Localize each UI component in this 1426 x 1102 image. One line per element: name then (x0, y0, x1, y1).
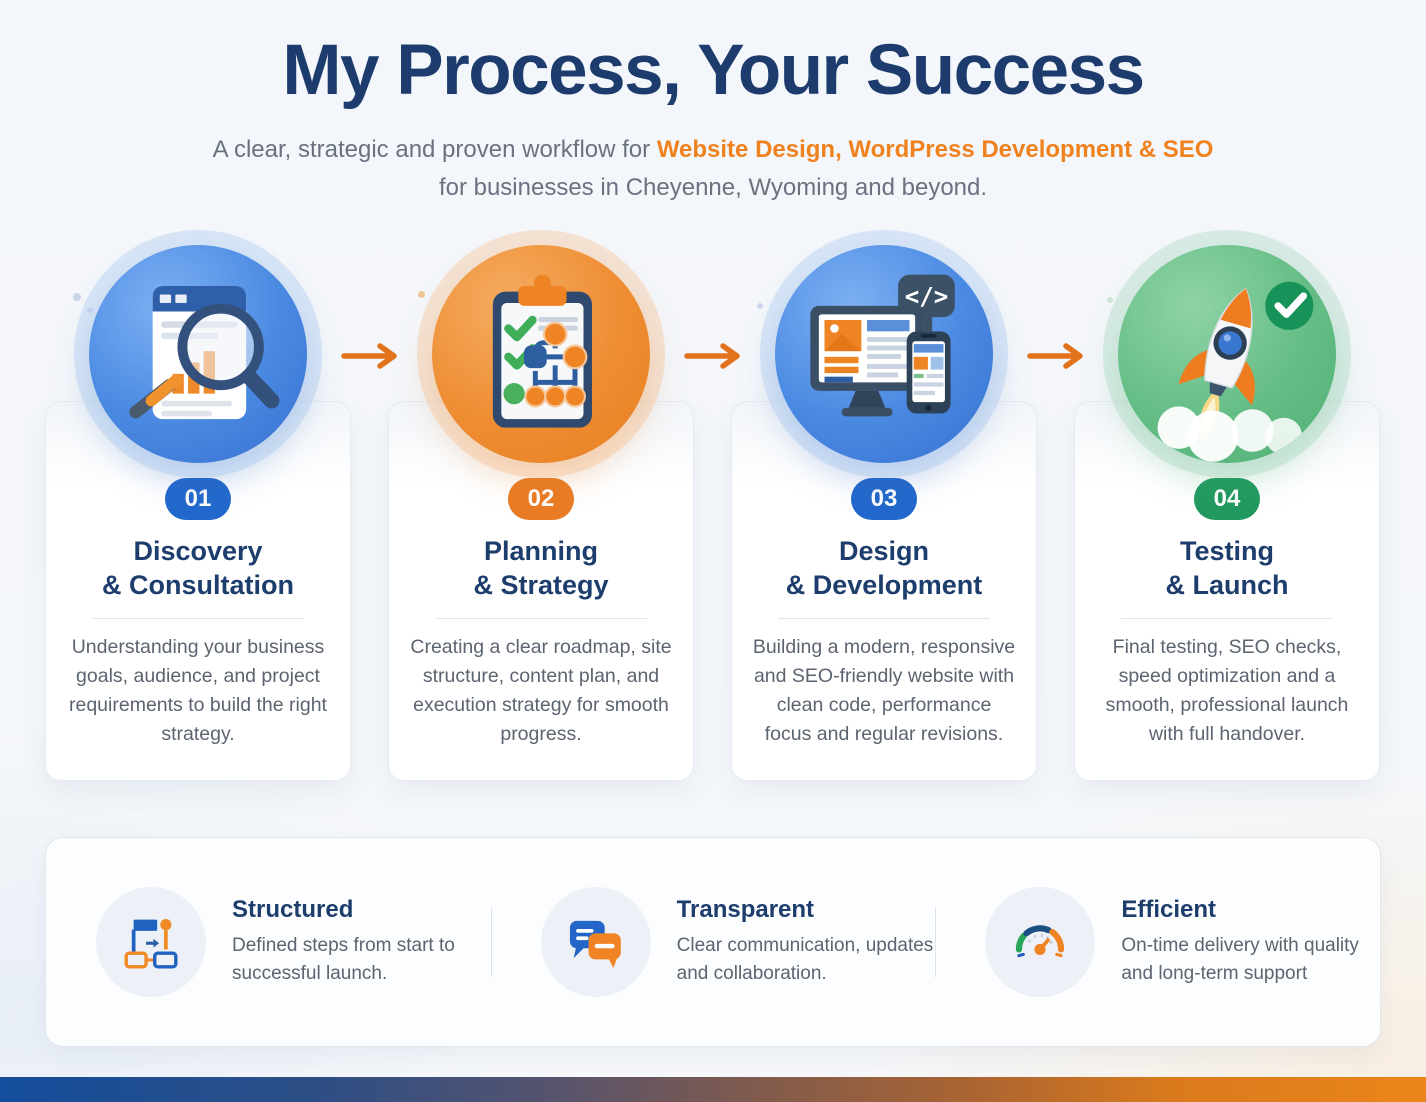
step1-description: Understanding your business goals, audie… (69, 636, 327, 745)
step1-illustration-circle (89, 245, 307, 463)
flowchart-icon (124, 919, 178, 969)
decorative-dot (73, 293, 81, 301)
step2-title: Planning & Strategy (405, 534, 677, 602)
step3-title-line1: Design (838, 536, 930, 566)
feature2-icon-circle (540, 887, 651, 997)
step4-title-line2: & Launch (1165, 570, 1289, 600)
step3-number-badge: 03 (851, 478, 917, 520)
divider (777, 618, 991, 619)
feature-efficient: Efficient On-time delivery with quality … (935, 887, 1380, 997)
step2-number-badge: 02 (508, 478, 574, 520)
benefits-panel: Structured Defined steps from start to s… (45, 837, 1381, 1047)
divider (91, 618, 305, 619)
feature3-text: Efficient On-time delivery with quality … (1121, 896, 1380, 988)
step4-title-line1: Testing (1180, 536, 1274, 566)
process-steps: 01 Discovery & Consultation Understandin… (45, 245, 1381, 781)
code-glyph: </> (905, 282, 949, 310)
step1-number-badge: 01 (165, 478, 231, 520)
header: My Process, Your Success A clear, strate… (0, 0, 1426, 207)
chat-bubbles-icon (569, 920, 621, 969)
step2-description: Creating a clear roadmap, site structure… (410, 636, 672, 745)
decorative-dot (1107, 297, 1113, 303)
feature2-description: Clear communication, updates and collabo… (676, 935, 934, 984)
feature2-title: Transparent (676, 896, 815, 923)
step2-title-line1: Planning (484, 536, 598, 566)
subtitle-highlight: Website Design, WordPress Development & … (656, 136, 1214, 163)
step3-description: Building a modern, responsive and SEO-fr… (752, 636, 1016, 745)
step3-title: Design & Development (748, 534, 1020, 602)
feature3-icon-circle (985, 887, 1096, 997)
feature1-title: Structured (232, 896, 354, 923)
step-design-development: </> (731, 245, 1037, 781)
step4-number-badge: 04 (1194, 478, 1260, 520)
step4-illustration-circle (1118, 245, 1336, 463)
feature3-title: Efficient (1121, 896, 1217, 923)
step1-title: Discovery & Consultation (62, 534, 334, 602)
step1-card: 01 Discovery & Consultation Understandin… (45, 401, 351, 781)
decorative-dot (757, 303, 763, 309)
document-magnifier-icon (129, 286, 280, 420)
arrow-right-icon (341, 343, 397, 369)
divider (434, 618, 648, 619)
decorative-dot (418, 291, 425, 298)
feature-structured: Structured Defined steps from start to s… (46, 887, 491, 997)
decorative-dot (87, 307, 93, 313)
step1-title-line1: Discovery (133, 536, 263, 566)
step4-card: 04 Testing & Launch Final testing, SEO c… (1074, 401, 1380, 781)
step3-illustration-circle: </> (775, 245, 993, 463)
step2-title-line2: & Strategy (473, 570, 609, 600)
clipboard-sitemap-icon (492, 274, 592, 428)
feature3-description: On-time delivery with quality and long-t… (1121, 935, 1359, 984)
page-title: My Process, Your Success (282, 31, 1145, 110)
step2-card: 02 Planning & Strategy Creating a clear … (388, 401, 694, 781)
step-discovery-consultation: 01 Discovery & Consultation Understandin… (45, 245, 351, 781)
rocket-launch-icon (1157, 281, 1314, 462)
feature1-description: Defined steps from start to successful l… (232, 935, 455, 984)
step1-title-line2: & Consultation (102, 570, 294, 600)
subtitle-prefix: A clear, strategic and proven workflow f… (212, 136, 657, 163)
speedometer-icon (1016, 925, 1065, 958)
step4-title: Testing & Launch (1091, 534, 1363, 602)
feature1-icon-circle (96, 887, 206, 997)
subtitle-line1: A clear, strategic and proven workflow f… (0, 131, 1426, 169)
arrow-right-icon (684, 343, 740, 369)
step4-description: Final testing, SEO checks, speed optimiz… (1105, 636, 1349, 745)
arrow-right-icon (1027, 343, 1083, 369)
feature-transparent: Transparent Clear communication, updates… (490, 887, 936, 997)
step-testing-launch: 04 Testing & Launch Final testing, SEO c… (1074, 245, 1380, 781)
feature2-text: Transparent Clear communication, updates… (677, 896, 936, 988)
step-planning-strategy: 02 Planning & Strategy Creating a clear … (388, 245, 694, 781)
feature1-text: Structured Defined steps from start to s… (232, 896, 491, 988)
subtitle: A clear, strategic and proven workflow f… (0, 131, 1426, 207)
divider (1120, 618, 1334, 619)
step2-illustration-circle (432, 245, 650, 463)
subtitle-line2: for businesses in Cheyenne, Wyoming and … (438, 174, 988, 201)
step3-card: 03 Design & Development Building a moder… (731, 401, 1037, 781)
footer-gradient-bar (0, 1077, 1426, 1102)
devices-code-icon: </> (810, 274, 955, 417)
step3-title-line2: & Development (785, 570, 983, 600)
